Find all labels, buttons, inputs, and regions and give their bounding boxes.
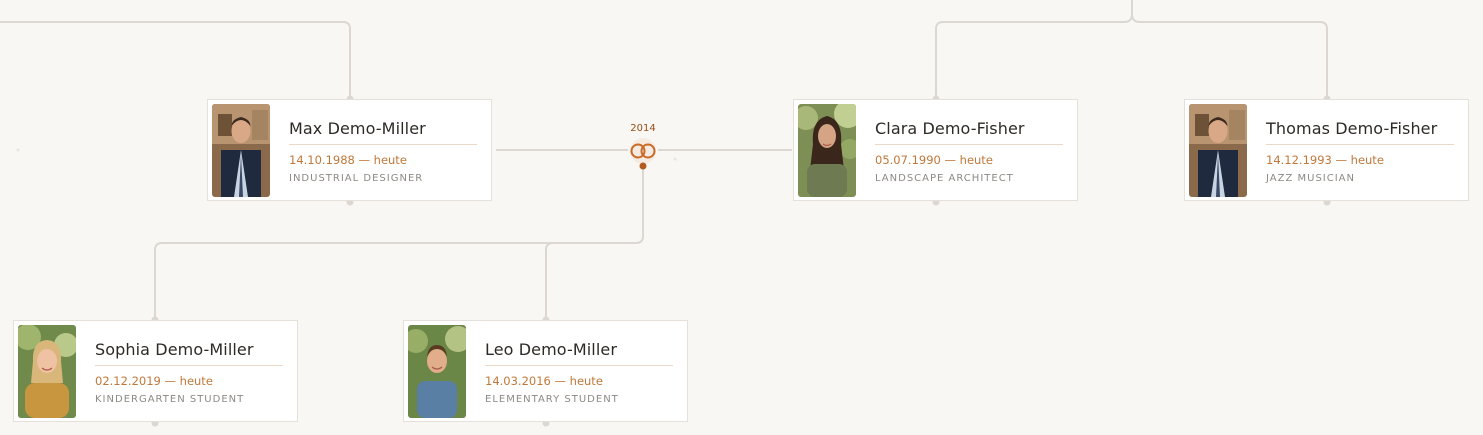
avatar-max — [212, 104, 270, 197]
avatar-thomas — [1189, 104, 1247, 197]
person-card-thomas[interactable]: Thomas Demo-Fisher 14.12.1993 — heute JA… — [1184, 99, 1469, 201]
person-occupation: ELEMENTARY STUDENT — [485, 394, 619, 405]
connector-siblings-thomas — [1131, 13, 1328, 99]
person-dates: 02.12.2019 — heute — [95, 374, 213, 388]
person-dates: 14.10.1988 — heute — [289, 153, 407, 167]
person-card-max[interactable]: Max Demo-Miller 14.10.1988 — heute INDUS… — [207, 99, 492, 201]
divider — [289, 144, 477, 145]
person-name: Leo Demo-Miller — [485, 340, 618, 359]
person-name: Clara Demo-Fisher — [875, 119, 1025, 138]
person-occupation: KINDERGARTEN STUDENT — [95, 394, 245, 405]
avatar-leo — [408, 325, 466, 418]
person-dates: 14.03.2016 — heute — [485, 374, 603, 388]
person-dates: 05.07.1990 — heute — [875, 153, 993, 167]
person-name: Thomas Demo-Fisher — [1266, 119, 1438, 138]
marriage-marker[interactable]: 2014 — [620, 120, 666, 172]
person-name: Max Demo-Miller — [289, 119, 426, 138]
connector-siblings-clara-thomas — [935, 0, 1133, 99]
avatar-sophia — [18, 325, 76, 418]
divider — [95, 365, 283, 366]
person-name: Sophia Demo-Miller — [95, 340, 254, 359]
person-dates: 14.12.1993 — heute — [1266, 153, 1384, 167]
connector-child-leo — [545, 242, 554, 320]
marriage-year: 2014 — [630, 123, 656, 134]
divider — [1266, 144, 1454, 145]
divider — [875, 144, 1063, 145]
rings-icon — [630, 138, 656, 170]
person-card-sophia[interactable]: Sophia Demo-Miller 02.12.2019 — heute KI… — [13, 320, 298, 422]
avatar-clara — [798, 104, 856, 197]
person-occupation: LANDSCAPE ARCHITECT — [875, 173, 1014, 184]
person-card-leo[interactable]: Leo Demo-Miller 14.03.2016 — heute ELEME… — [403, 320, 688, 422]
connector-children — [154, 166, 644, 320]
connector-parent-max — [0, 21, 351, 99]
person-occupation: INDUSTRIAL DESIGNER — [289, 173, 424, 184]
person-occupation: JAZZ MUSICIAN — [1266, 173, 1355, 184]
divider — [485, 365, 673, 366]
person-card-clara[interactable]: Clara Demo-Fisher 05.07.1990 — heute LAN… — [793, 99, 1078, 201]
